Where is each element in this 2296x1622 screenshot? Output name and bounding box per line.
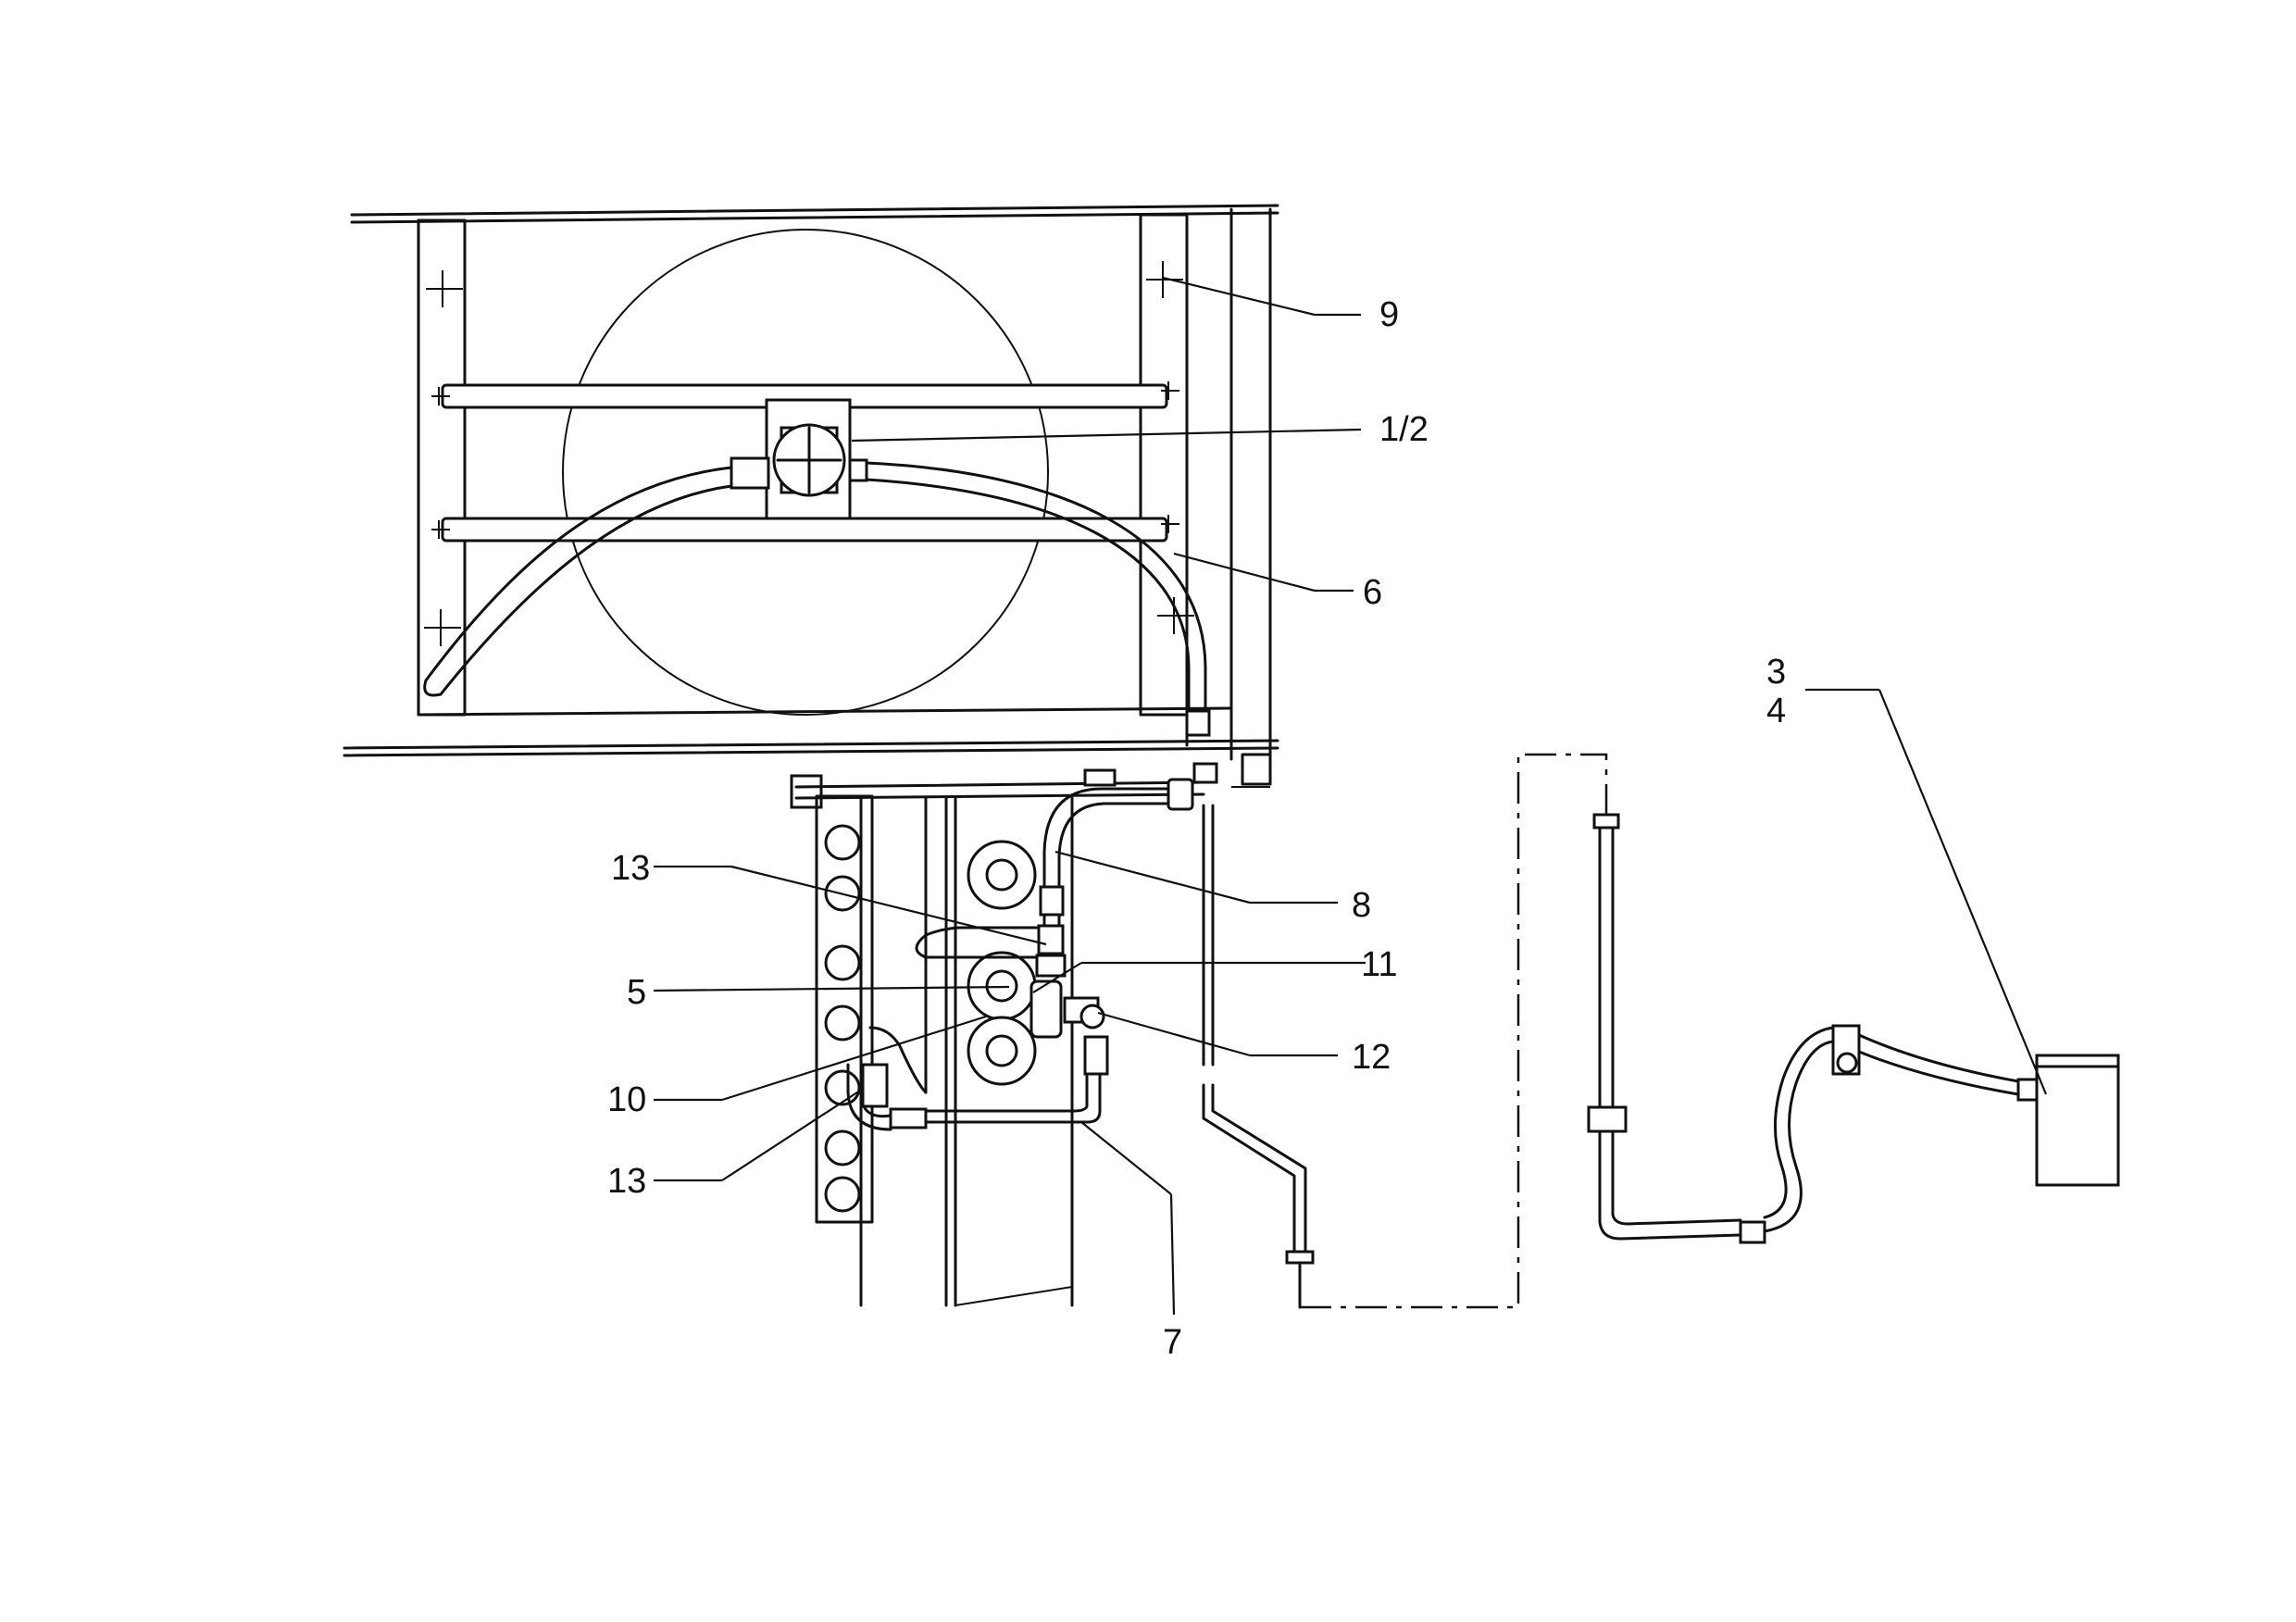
radiator-frame: [343, 204, 1279, 788]
callout-3: 3: [1766, 653, 1786, 692]
callout-8: 8: [1352, 886, 1371, 925]
dash-dot-connection: [1300, 753, 1608, 1309]
hose-8: [1039, 762, 1218, 928]
hose-7: [846, 1026, 1102, 1131]
hose-6: [423, 461, 1211, 737]
sender-hose-line: [1587, 813, 2039, 1244]
callout-6: 6: [1363, 573, 1382, 612]
callout-1-2: 1/2: [1379, 410, 1429, 449]
callout-labels: 9 1/2 6 3 4 13 8 11 5 12 10 13 7: [607, 295, 1786, 1362]
drain-pipe: [1202, 804, 1315, 1309]
pump-valve-1-2: [730, 398, 868, 520]
sender-unit-3-4: [2035, 1054, 2120, 1187]
fan-circle: [562, 229, 1049, 716]
callout-13-lower: 13: [607, 1162, 646, 1201]
rollers: [915, 840, 1057, 1086]
callout-10: 10: [607, 1080, 646, 1119]
callout-12: 12: [1352, 1038, 1391, 1077]
callout-5: 5: [627, 973, 646, 1012]
callout-13-upper: 13: [611, 849, 650, 888]
perforated-rail: [815, 794, 874, 1224]
mounting-cross-marks: [424, 261, 1194, 646]
callout-4: 4: [1766, 692, 1786, 730]
leader-lines: [653, 276, 2048, 1316]
valve-11-12: [1029, 924, 1109, 1076]
callout-11: 11: [1361, 945, 1397, 984]
callout-7: 7: [1163, 1323, 1182, 1362]
callout-9: 9: [1379, 295, 1399, 334]
